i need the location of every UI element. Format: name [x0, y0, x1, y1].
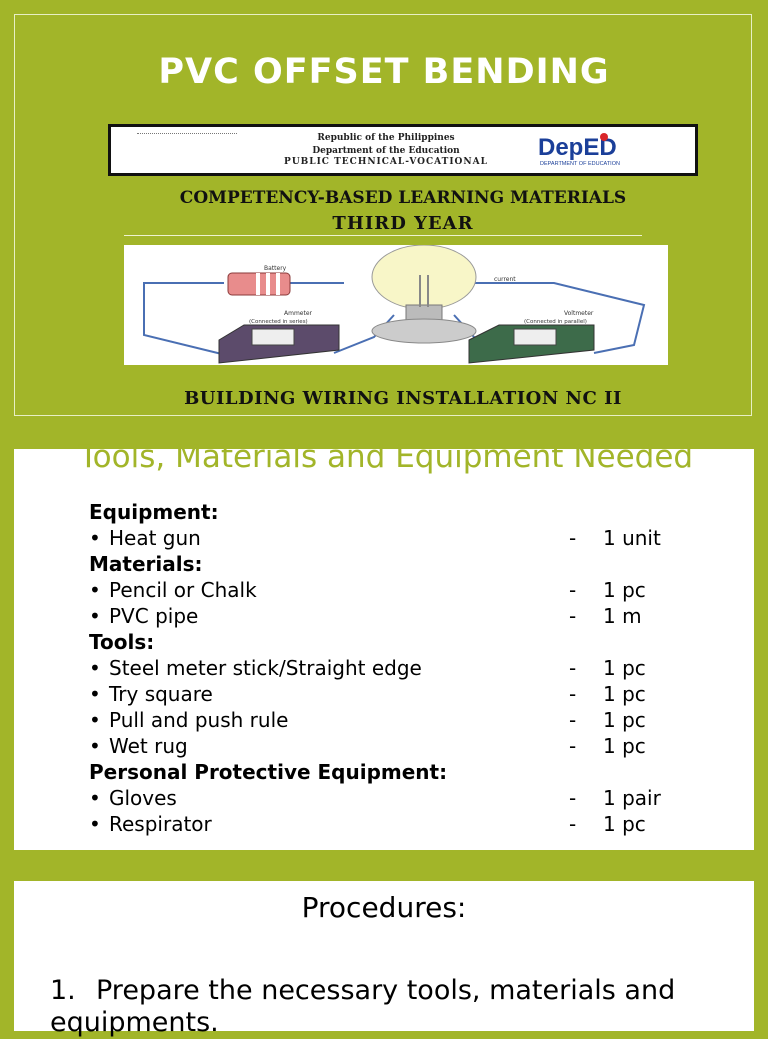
item-label: Steel meter stick/Straight edge — [109, 656, 422, 680]
divider — [124, 235, 642, 236]
ammeter-note: (Connected in series) — [249, 319, 308, 325]
title-slide-frame — [14, 14, 752, 416]
list-item: • Pull and push rule - 1 pc — [89, 707, 729, 733]
quantity-dash: - — [569, 786, 577, 810]
quantity-dash: - — [569, 682, 577, 706]
item-quantity: - 1 m — [569, 603, 642, 629]
item-label: PVC pipe — [109, 604, 199, 628]
quantity-dash: - — [569, 656, 577, 680]
quantity-value: 1 unit — [603, 526, 661, 550]
quantity-value: 1 pc — [603, 656, 646, 680]
item-quantity: - 1 pc — [569, 707, 646, 733]
bullet-icon: • — [89, 812, 101, 836]
item-quantity: - 1 pc — [569, 655, 646, 681]
list-item: • Steel meter stick/Straight edge - 1 pc — [89, 655, 729, 681]
quantity-dash: - — [569, 578, 577, 602]
slide-title: PVC OFFSET BENDING — [158, 52, 610, 92]
ammeter-icon — [218, 324, 340, 364]
quantity-value: 1 pair — [603, 786, 661, 810]
qualification-title: BUILDING WIRING INSTALLATION NC II — [184, 388, 622, 409]
procedures-heading: Procedures: — [301, 891, 467, 924]
light-bulb-icon — [371, 244, 477, 344]
item-quantity: - 1 pc — [569, 811, 646, 837]
voltmeter-note: (Connected in parallel) — [524, 319, 587, 325]
list-item: • PVC pipe - 1 m — [89, 603, 729, 629]
section-label: Tools: — [89, 630, 155, 654]
quantity-dash: - — [569, 708, 577, 732]
voltmeter-label: Voltmeter — [564, 310, 594, 317]
item-quantity: - 1 unit — [569, 525, 661, 551]
current-label: current — [494, 276, 516, 283]
quantity-dash: - — [569, 604, 577, 628]
procedures-slide: Procedures: 1.Prepare the necessary tool… — [14, 881, 754, 1038]
battery-label: Battery — [264, 265, 287, 272]
tools-heading: Tools, Materials and Equipment Needed — [79, 439, 694, 475]
list-item: • Respirator - 1 pc — [89, 811, 729, 837]
item-label: Heat gun — [109, 526, 201, 550]
subtitle-year: THIRD YEAR — [332, 213, 474, 234]
section-label: Equipment: — [89, 500, 219, 524]
bullet-icon: • — [89, 786, 101, 810]
step-number: 1. — [50, 975, 76, 1006]
quantity-value: 1 pc — [603, 812, 646, 836]
circuit-illustration: Battery current Ammeter (Connected in se… — [124, 244, 668, 365]
list-section-header: Equipment: — [89, 499, 729, 525]
item-quantity: - 1 pair — [569, 785, 661, 811]
bullet-icon: • — [89, 578, 101, 602]
deped-logo: DepED DEPARTMENT OF EDUCATION — [538, 133, 620, 167]
item-label: Wet rug — [109, 734, 188, 758]
quantity-dash: - — [569, 734, 577, 758]
list-section-header: Tools: — [89, 629, 729, 655]
step-text: Prepare the necessary tools, materials a… — [50, 975, 676, 1038]
quantity-value: 1 pc — [603, 708, 646, 732]
list-item: • Gloves - 1 pair — [89, 785, 729, 811]
item-label: Respirator — [109, 812, 212, 836]
quantity-value: 1 pc — [603, 578, 646, 602]
item-label: Pencil or Chalk — [109, 578, 257, 602]
list-section-header: Materials: — [89, 551, 729, 577]
banner-decoration — [137, 133, 237, 134]
bullet-icon: • — [89, 656, 101, 680]
quantity-value: 1 pc — [603, 682, 646, 706]
subtitle-competency: COMPETENCY-BASED LEARNING MATERIALS — [179, 188, 627, 208]
bullet-icon: • — [89, 682, 101, 706]
quantity-value: 1 m — [603, 604, 642, 628]
voltmeter-icon — [468, 324, 595, 364]
section-label: Personal Protective Equipment: — [89, 760, 448, 784]
list-item: • Pencil or Chalk - 1 pc — [89, 577, 729, 603]
banner-line-1: Republic of the Philippines — [317, 133, 455, 143]
procedure-step: 1.Prepare the necessary tools, materials… — [50, 975, 740, 1039]
item-quantity: - 1 pc — [569, 681, 646, 707]
deped-logo-subtext: DEPARTMENT OF EDUCATION — [540, 161, 620, 167]
battery-icon — [227, 272, 291, 296]
tools-slide: Tools, Materials and Equipment Needed Eq… — [14, 439, 754, 850]
item-quantity: - 1 pc — [569, 577, 646, 603]
ammeter-label: Ammeter — [284, 310, 313, 317]
banner-line-3: PUBLIC TECHNICAL-VOCATIONAL — [284, 157, 488, 167]
item-label: Pull and push rule — [109, 708, 289, 732]
quantity-value: 1 pc — [603, 734, 646, 758]
list-section-header: Personal Protective Equipment: — [89, 759, 729, 785]
bullet-icon: • — [89, 734, 101, 758]
quantity-dash: - — [569, 526, 577, 550]
list-item: • Wet rug - 1 pc — [89, 733, 729, 759]
banner-line-2: Department of the Education — [312, 146, 460, 156]
list-item: • Try square - 1 pc — [89, 681, 729, 707]
bullet-icon: • — [89, 526, 101, 550]
list-item: • Heat gun - 1 unit — [89, 525, 729, 551]
bullet-icon: • — [89, 604, 101, 628]
bullet-icon: • — [89, 708, 101, 732]
deped-banner: Republic of the Philippines Department o… — [108, 124, 698, 176]
item-quantity: - 1 pc — [569, 733, 646, 759]
section-label: Materials: — [89, 552, 203, 576]
quantity-dash: - — [569, 812, 577, 836]
item-label: Gloves — [109, 786, 177, 810]
item-label: Try square — [109, 682, 213, 706]
